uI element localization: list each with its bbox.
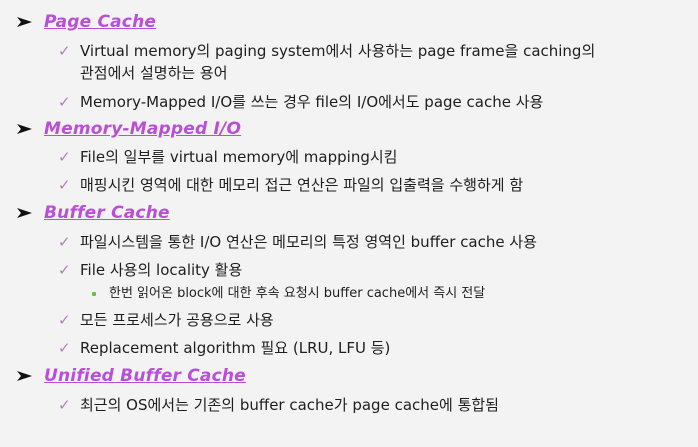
bullet-text: File 사용의 locality 활용 xyxy=(80,261,243,279)
arrow-bullet-icon xyxy=(14,203,36,223)
bullet-text: File의 일부를 virtual memory에 mapping시킴 xyxy=(80,148,398,166)
section-title: Memory-Mapped I/O xyxy=(44,119,242,139)
bullet-text: 모든 프로세스가 공용으로 사용 xyxy=(80,311,274,329)
arrow-bullet-icon xyxy=(14,366,36,386)
section-title: Page Cache xyxy=(44,12,157,32)
bullet-item: ✓ File 사용의 locality 활용 xyxy=(58,259,688,281)
sub-bullet-item: 한번 읽어온 block에 대한 후속 요청시 buffer cache에서 즉… xyxy=(92,285,485,303)
bullet-text: 파일시스템을 통한 I/O 연산은 메모리의 특정 영역인 buffer cac… xyxy=(80,233,537,251)
bullet-item: ✓ Replacement algorithm 필요 (LRU, LFU 등) xyxy=(58,337,688,359)
bullet-item: ✓ 매핑시킨 영역에 대한 메모리 접근 연산은 파일의 입출력을 수행하게 함 xyxy=(58,174,688,196)
arrow-bullet-icon xyxy=(14,12,36,32)
bullet-text: Replacement algorithm 필요 (LRU, LFU 등) xyxy=(80,339,391,357)
bullet-item: ✓ Memory-Mapped I/O를 쓰는 경우 file의 I/O에서도 … xyxy=(58,91,688,113)
bullet-item: ✓ File의 일부를 virtual memory에 mapping시킴 xyxy=(58,146,688,168)
checkmark-icon: ✓ xyxy=(58,176,71,194)
checkmark-icon: ✓ xyxy=(58,42,71,60)
sub-bullet-text: 한번 읽어온 block에 대한 후속 요청시 buffer cache에서 즉… xyxy=(109,286,486,301)
bullet-text: Memory-Mapped I/O를 쓰는 경우 file의 I/O에서도 pa… xyxy=(80,93,544,111)
section-heading-memory-mapped-io: Memory-Mapped I/O xyxy=(14,119,241,139)
checkmark-icon: ✓ xyxy=(58,233,71,251)
square-bullet-icon xyxy=(92,292,96,296)
bullet-item: ✓ 최근의 OS에서는 기존의 buffer cache가 page cache… xyxy=(58,394,688,416)
checkmark-icon: ✓ xyxy=(58,396,71,414)
section-heading-buffer-cache: Buffer Cache xyxy=(14,203,170,223)
section-title: Buffer Cache xyxy=(44,203,170,223)
bullet-item: ✓ Virtual memory의 paging system에서 사용하는 p… xyxy=(58,40,688,84)
checkmark-icon: ✓ xyxy=(58,311,71,329)
section-heading-unified-buffer-cache: Unified Buffer Cache xyxy=(14,366,246,386)
bullet-item: ✓ 모든 프로세스가 공용으로 사용 xyxy=(58,309,688,331)
checkmark-icon: ✓ xyxy=(58,339,71,357)
section-heading-page-cache: Page Cache xyxy=(14,12,156,32)
checkmark-icon: ✓ xyxy=(58,261,71,279)
bullet-text: 매핑시킨 영역에 대한 메모리 접근 연산은 파일의 입출력을 수행하게 함 xyxy=(80,176,524,194)
bullet-text: Virtual memory의 paging system에서 사용하는 pag… xyxy=(80,42,596,82)
bullet-text: 최근의 OS에서는 기존의 buffer cache가 page cache에 … xyxy=(80,396,499,414)
section-title: Unified Buffer Cache xyxy=(44,366,246,386)
bullet-item: ✓ 파일시스템을 통한 I/O 연산은 메모리의 특정 영역인 buffer c… xyxy=(58,231,688,253)
checkmark-icon: ✓ xyxy=(58,148,71,166)
checkmark-icon: ✓ xyxy=(58,93,71,111)
arrow-bullet-icon xyxy=(14,119,36,139)
